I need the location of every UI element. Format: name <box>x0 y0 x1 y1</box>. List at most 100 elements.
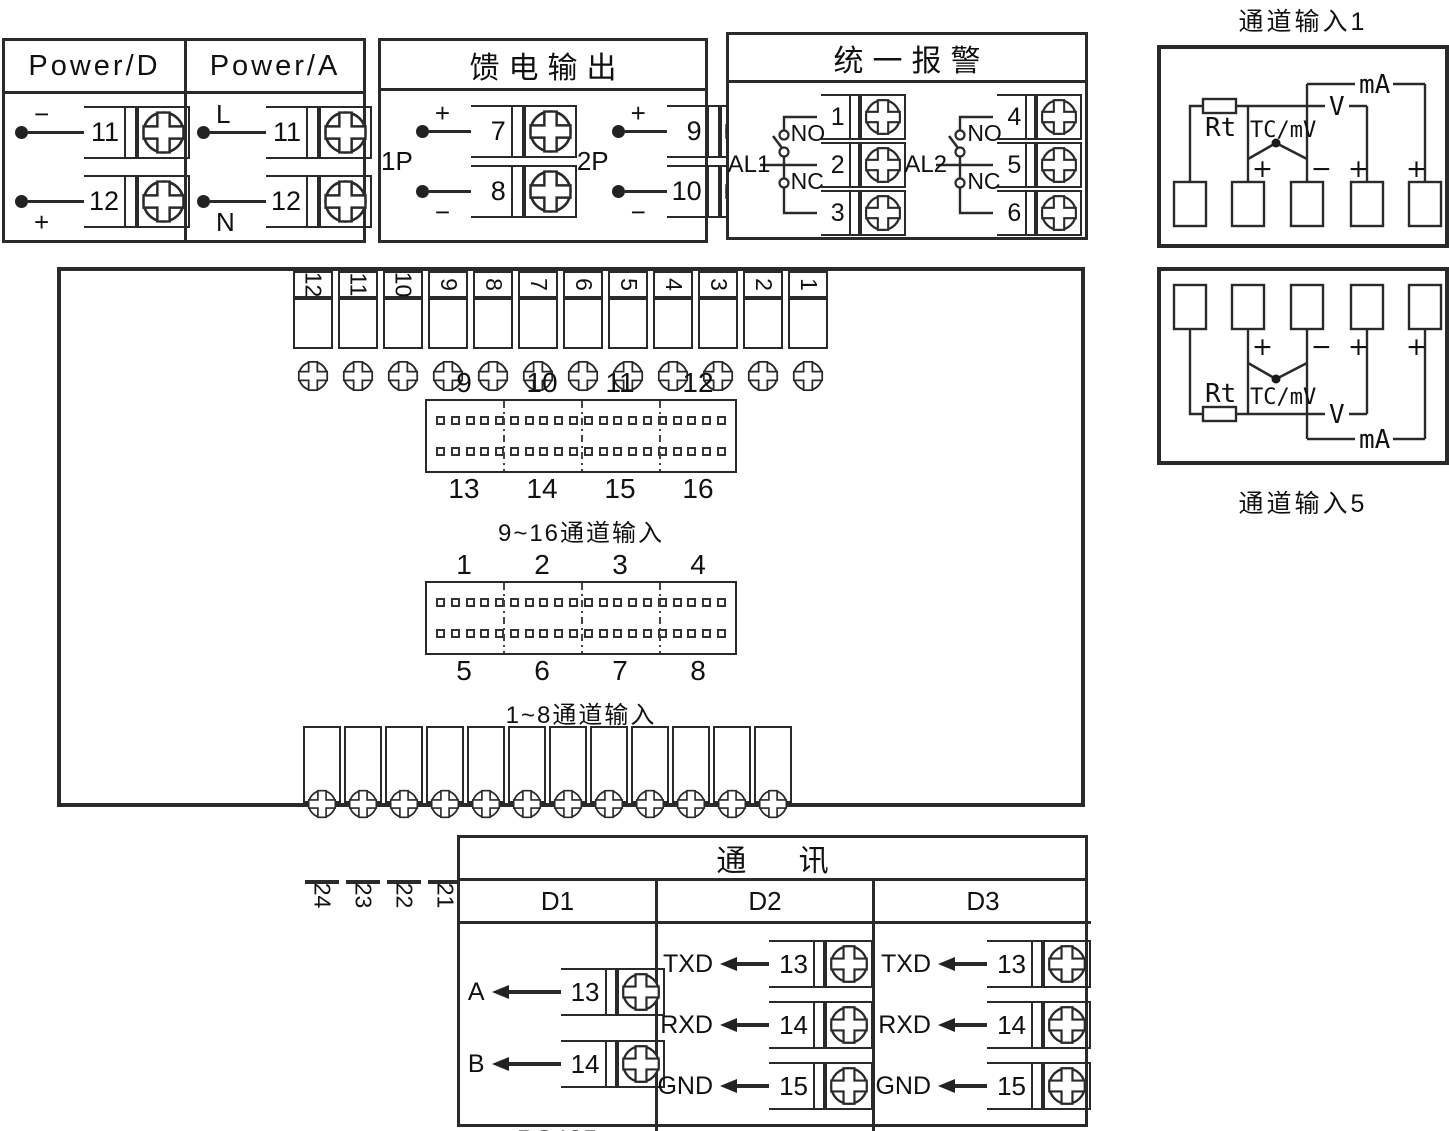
screw-terminal: 7 <box>470 105 577 158</box>
interface-caption: RS485 <box>517 1126 598 1131</box>
screw-terminal: 4 <box>997 94 1083 140</box>
terminal-number: 3 <box>705 278 732 291</box>
screw-icon <box>389 729 419 879</box>
terminal: 11 <box>338 271 378 349</box>
terminal-number: 11 <box>345 272 372 297</box>
wire: + <box>428 100 471 134</box>
screw-icon <box>141 179 186 224</box>
comm-column-d1: D1 A 13 B 14 RS485 <box>460 881 665 1131</box>
polarity-label: − <box>434 196 450 227</box>
terminal-number: 14 <box>769 1001 813 1049</box>
wire-node-dot <box>197 126 210 139</box>
terminal: 14 <box>713 726 751 908</box>
power-terminal-row: − 11 <box>15 101 190 159</box>
pin-group-label: 14 <box>526 473 558 504</box>
comm-terminal-row: B 14 <box>451 1040 665 1088</box>
comm-column-d2: D2 TXD 13 RXD 14 GND 15 <box>657 881 875 1131</box>
wire: − <box>28 101 84 135</box>
terminal-number: 12 <box>84 175 125 228</box>
power-terminal-row: L 11 <box>197 101 372 159</box>
pin-group-label: 5 <box>456 655 472 686</box>
signal-label: B <box>467 1049 485 1078</box>
alarm-relay-label: AL1 <box>727 151 771 178</box>
terminal: 16 <box>631 726 669 908</box>
relay-contact-wiring <box>759 115 817 215</box>
terminal-number: 21 <box>432 882 459 909</box>
terminal: 5 <box>608 271 648 349</box>
screw-icon <box>864 146 902 184</box>
pin-group-label: 10 <box>526 367 558 398</box>
terminal-number: 10 <box>666 165 707 218</box>
wire: + <box>624 100 667 134</box>
power-a-title: Power/A <box>187 41 363 94</box>
pin-group-label: 16 <box>682 473 714 504</box>
comm-header: D3 <box>875 881 1091 924</box>
screw-icon <box>387 301 419 451</box>
polarity-label: + <box>434 97 450 128</box>
screw-icon <box>829 1066 869 1106</box>
pin-row <box>436 629 726 638</box>
screw-icon <box>829 1005 869 1045</box>
terminal: 18 <box>549 726 587 908</box>
terminal-number: 8 <box>470 165 511 218</box>
alarm-relay-label: AL2 <box>904 151 948 178</box>
terminal-number: 15 <box>987 1062 1031 1110</box>
terminal: 19 <box>508 726 546 908</box>
connector-bottom-labels: 13 14 15 16 <box>425 473 737 505</box>
connector-caption: 9~16通道输入 <box>497 520 665 547</box>
terminal-number: 8 <box>480 278 507 291</box>
pin-group-label: 1 <box>456 549 472 580</box>
power-d-title: Power/D <box>5 41 184 94</box>
power-terminal-row: N 12 <box>197 175 373 235</box>
pin-group-label: 12 <box>682 367 714 398</box>
arrow-left-icon <box>491 1057 561 1071</box>
channel-connector-9-16: 9 10 11 12 13 14 15 16 9~16通道输入 <box>425 367 737 548</box>
relay-contact-wiring <box>936 115 994 215</box>
comm-column-d3: D3 TXD 13 RXD 14 GND 15 <box>875 881 1091 1131</box>
nc-contact-label: NC <box>790 168 824 194</box>
power-d-column: Power/D − 11 + 12 <box>5 41 191 240</box>
screw-icon <box>307 729 337 879</box>
pin-group-label: 13 <box>448 473 480 504</box>
screw-icon <box>792 301 824 451</box>
terminal: 8 <box>473 271 513 349</box>
signal-label: A <box>467 977 485 1006</box>
arrow-left-icon <box>938 957 987 971</box>
screw-icon <box>297 301 329 451</box>
screw-icon <box>528 109 573 154</box>
channel-input-1-title: 通道输入1 <box>1238 8 1368 36</box>
neutral-label: N <box>216 206 235 237</box>
comm-terminal-row: TXD 13 <box>875 940 1091 988</box>
power-terminal-row: + 12 <box>15 175 191 235</box>
signal-label: GND <box>657 1071 713 1100</box>
terminal-number: 11 <box>84 106 124 159</box>
comm-terminal-row: GND 15 <box>657 1062 873 1110</box>
screw-terminal: 13 <box>560 968 665 1016</box>
screw-terminal: 14 <box>769 1001 873 1049</box>
alarm-group-al1: AL1 NO NC 1 2 3 <box>728 94 906 236</box>
comm-terminal-row: RXD 14 <box>657 1001 873 1049</box>
screw-icon <box>621 972 661 1012</box>
screw-icon <box>1040 98 1078 136</box>
alarm-section: 统一报警 AL1 NO NC 1 2 3 <box>726 32 1088 240</box>
polarity-label: + <box>1406 154 1427 183</box>
polarity-label: − <box>34 98 50 129</box>
comm-header: D2 <box>658 881 872 924</box>
wire: − <box>624 189 667 225</box>
main-terminal-section: 12 11 10 9 8 7 6 5 4 3 2 1 9 10 11 12 <box>57 267 1085 908</box>
wire-node-dot <box>611 125 625 138</box>
signal-label: TXD <box>663 949 713 978</box>
arrow-left-icon <box>938 1079 987 1093</box>
terminal: 10 <box>383 271 423 349</box>
terminal-number: 14 <box>987 1001 1031 1049</box>
alarm-title: 统一报警 <box>729 35 1085 83</box>
wire: + <box>28 199 84 235</box>
terminal-number: 7 <box>470 105 511 158</box>
feed-terminal-row: − 8 <box>415 165 577 225</box>
terminal-number: 1 <box>820 94 849 140</box>
pin-group-label: 11 <box>605 367 635 398</box>
pin-header-connector <box>425 399 737 473</box>
screw-icon <box>1040 146 1078 184</box>
wire-node-dot <box>415 185 429 198</box>
wire: L <box>210 101 266 135</box>
